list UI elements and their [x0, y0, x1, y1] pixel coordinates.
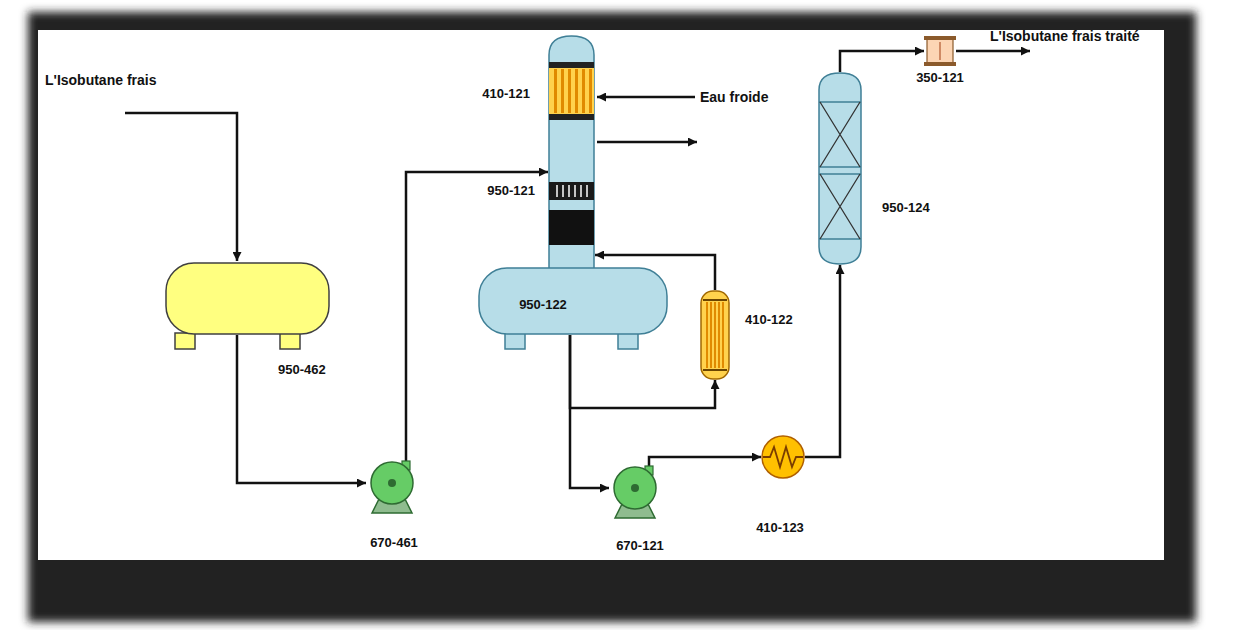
- filter-symbol: 350-121: [924, 36, 956, 66]
- process-pipe: [840, 51, 924, 72]
- equipment-outline: [924, 36, 956, 66]
- tube-line: [714, 302, 716, 368]
- tube-stripe: [589, 69, 592, 113]
- tube-line: [722, 302, 724, 368]
- packing-cross: [820, 174, 860, 239]
- tube-sheet: [703, 299, 727, 301]
- tray-line: [568, 185, 570, 197]
- equipment-tag: 350-121: [916, 70, 964, 85]
- bed-limit: [819, 166, 861, 168]
- tray-line: [580, 185, 582, 197]
- equipment-outline: [548, 62, 595, 120]
- stream-text: L'Isobutane frais: [45, 72, 156, 88]
- tray-line: [562, 185, 564, 197]
- equipment-outline: [366, 461, 418, 513]
- equipment-tag: 410-121: [482, 86, 530, 101]
- bed-limit: [819, 173, 861, 175]
- equipment-outline: [761, 435, 805, 479]
- equipment-tag: 410-122: [745, 312, 793, 327]
- stream-label: Eau froide: [700, 89, 768, 105]
- tray-band: [549, 182, 594, 200]
- equipment-tag: 950-121: [487, 183, 535, 198]
- storage-drum: 950-462: [165, 262, 330, 350]
- packing-cross: [820, 102, 860, 167]
- packed-column: 950-124: [818, 72, 862, 265]
- receiver-drum: 950-122: [478, 267, 668, 350]
- condenser-bundle: 410-121: [548, 62, 595, 120]
- tube-sheet: [703, 369, 727, 371]
- pump-eye: [631, 484, 639, 492]
- cooling-water-in: [597, 96, 695, 99]
- packing-bed: [549, 210, 594, 245]
- stream-label: L'Isobutane frais traité: [990, 28, 1140, 44]
- tube-sheet: [549, 62, 594, 68]
- exchanger-shell: [701, 291, 729, 379]
- filter-cap: [924, 36, 956, 40]
- tube-stripe: [554, 69, 557, 113]
- tube-line: [718, 302, 720, 368]
- process-pipe: [649, 457, 761, 466]
- equipment-tag: 950-124: [882, 200, 930, 215]
- tube-stripe: [575, 69, 578, 113]
- product-pipe: [956, 50, 1030, 53]
- process-pipe: [570, 335, 715, 408]
- heater-body: [762, 436, 804, 478]
- drum-leg: [280, 333, 300, 349]
- equipment-tag: 410-123: [756, 520, 804, 535]
- pump-eye: [388, 479, 396, 487]
- equipment-outline: [165, 262, 330, 350]
- equipment-tag: 670-461: [370, 535, 418, 550]
- drum-leg: [505, 333, 525, 349]
- tray-line: [586, 185, 588, 197]
- pump-casing: [371, 462, 413, 504]
- stream-text: L'Isobutane frais traité: [990, 28, 1140, 44]
- column-shell: [549, 36, 594, 270]
- pump-symbol: 670-121: [609, 466, 661, 518]
- equipment-tag: 950-462: [278, 362, 326, 377]
- drawing-panel: [38, 30, 1164, 560]
- filter-cap: [924, 62, 956, 66]
- cooling-water-out: [597, 141, 697, 144]
- equipment-tag: 670-121: [616, 538, 664, 553]
- equipment-tag: 950-122: [519, 297, 567, 312]
- stream-text: Eau froide: [700, 89, 768, 105]
- tube-line: [706, 302, 708, 368]
- process-pipe: [237, 335, 366, 483]
- pump-casing: [614, 467, 656, 509]
- column-shell: [819, 73, 861, 264]
- heater-symbol: 410-123: [761, 435, 805, 479]
- equipment-outline: [700, 290, 730, 380]
- drum-body: [166, 263, 329, 334]
- column-symbol: 950-121410-121: [548, 35, 595, 270]
- bed-limit: [819, 238, 861, 240]
- tube-stripe: [582, 69, 585, 113]
- tube-line: [710, 302, 712, 368]
- pump-symbol: 670-461: [366, 461, 418, 513]
- tray-line: [574, 185, 576, 197]
- tube-sheet: [549, 114, 594, 120]
- drum-body: [479, 268, 667, 334]
- feed-pipe: [125, 113, 237, 261]
- frame-shadow: [28, 12, 1196, 622]
- filter-body: [927, 39, 953, 63]
- process-pipe: [570, 335, 609, 488]
- stream-label: L'Isobutane frais: [45, 72, 156, 88]
- exchanger-symbol: 410-122: [700, 290, 730, 380]
- equipment-outline: [609, 466, 661, 518]
- equipment-outline: [818, 72, 862, 265]
- equipment-outline: [478, 267, 668, 350]
- tray-line: [556, 185, 558, 197]
- drum-leg: [175, 333, 195, 349]
- process-pipe: [805, 265, 840, 457]
- drum-leg: [618, 333, 638, 349]
- tube-stripe: [568, 69, 571, 113]
- bed-limit: [819, 101, 861, 103]
- tube-stripe: [561, 69, 564, 113]
- bundle-body: [549, 62, 594, 120]
- filter-line: [939, 42, 941, 60]
- heater-coil: [763, 447, 803, 467]
